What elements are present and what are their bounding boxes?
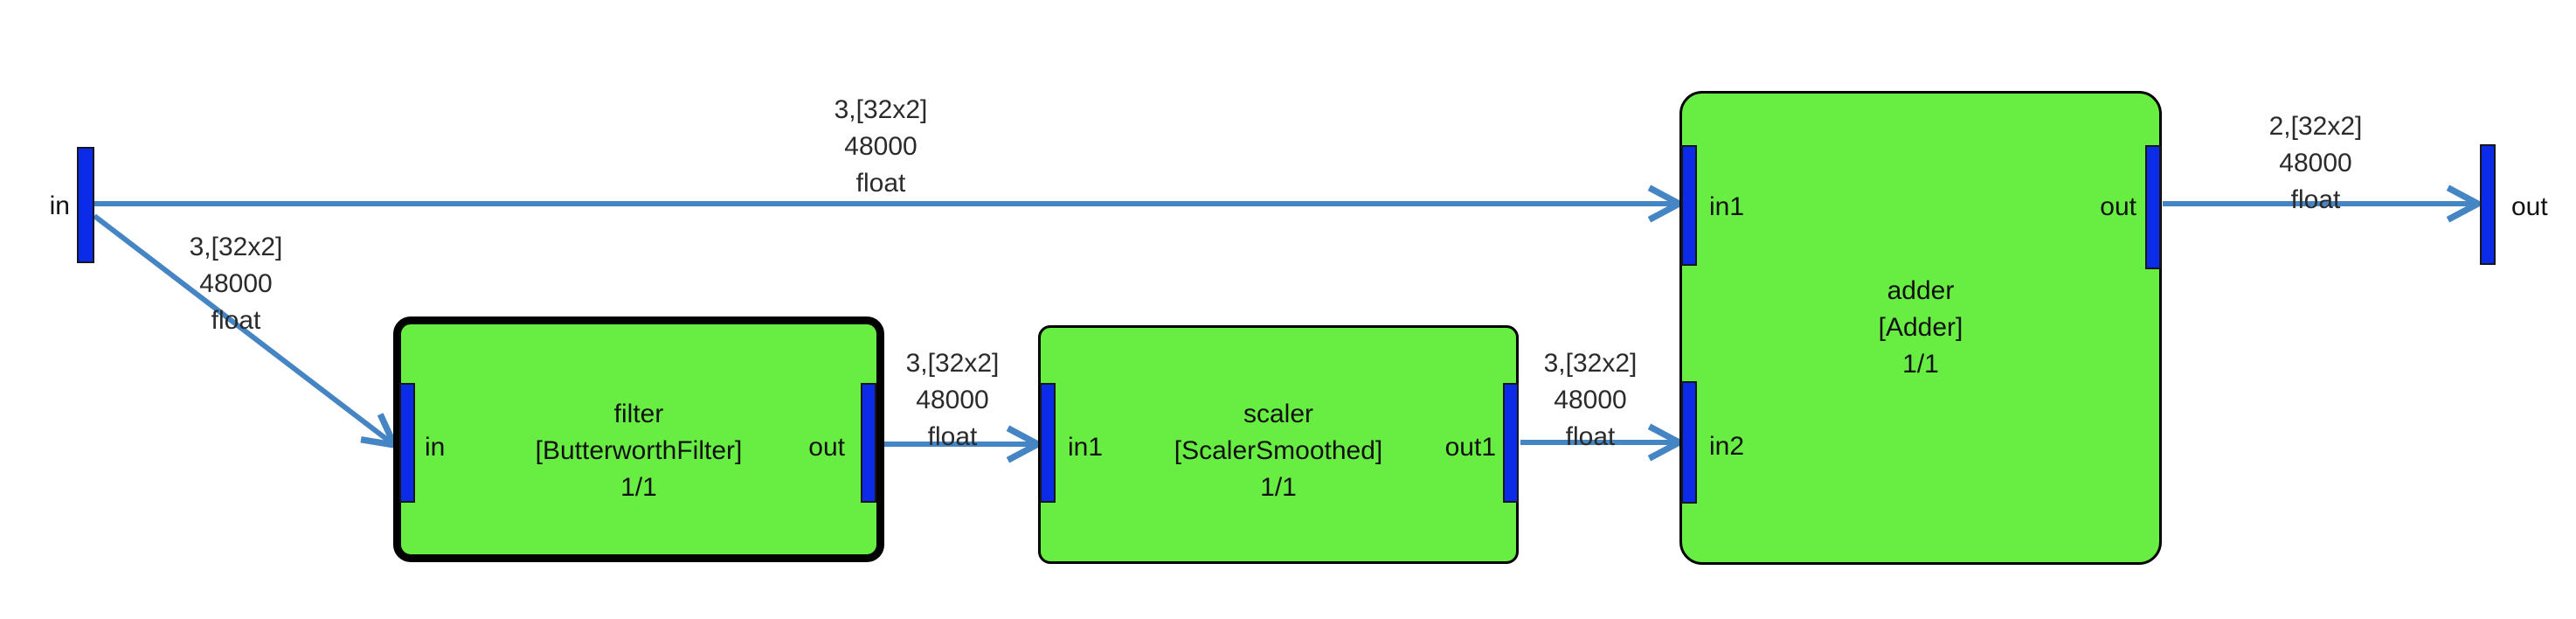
edge-label-line: 48000	[2279, 149, 2352, 177]
port-adder-in2[interactable]	[1681, 381, 1697, 504]
port-scaler-in1[interactable]	[1040, 383, 1056, 503]
node-ratio: 1/1	[1260, 473, 1297, 502]
edge-label-line: float	[211, 306, 261, 335]
node-ratio: 1/1	[620, 473, 657, 502]
node-adder[interactable]	[1679, 91, 2162, 565]
edge-label-line: 3,[32x2]	[905, 349, 1000, 378]
edge-label-line: 48000	[844, 132, 918, 161]
port-adder-in1[interactable]	[1681, 145, 1697, 266]
port-adder-in2-label: in2	[1709, 432, 1745, 461]
node-type: [ScalerSmoothed]	[1174, 436, 1383, 465]
edge-label-in-filter-in: 3,[32x2] 48000 float	[105, 229, 367, 339]
node-type: [ButterworthFilter]	[535, 436, 743, 465]
node-scaler[interactable]	[1038, 325, 1519, 564]
port-scaler-out1-label: out1	[1444, 433, 1496, 462]
edge-label-line: float	[855, 169, 906, 198]
graph-input-port[interactable]	[77, 147, 94, 263]
edge-label-line: 48000	[1554, 386, 1627, 414]
edge-label-line: 48000	[199, 269, 273, 298]
graph-input-label: in	[49, 191, 70, 220]
port-adder-out-label: out	[2100, 192, 2136, 221]
node-adder-label: adder [Adder] 1/1	[1679, 273, 2162, 383]
edge-label-line: 3,[32x2]	[1543, 349, 1638, 378]
node-filter-label: filter [ButterworthFilter] 1/1	[393, 396, 884, 506]
edge-label-filter-scaler: 3,[32x2] 48000 float	[821, 345, 1084, 456]
edge-label-in-adder-in1: 3,[32x2] 48000 float	[750, 92, 1012, 202]
edge-label-adder-out: 2,[32x2] 48000 float	[2185, 108, 2447, 219]
port-scaler-in1-label: in1	[1068, 433, 1104, 462]
port-filter-out[interactable]	[861, 383, 876, 503]
edge-label-line: float	[2290, 185, 2341, 214]
node-type: [Adder]	[1878, 313, 1963, 342]
port-adder-out[interactable]	[2145, 145, 2161, 269]
edge-in-to-filter-in[interactable]	[93, 213, 393, 444]
edge-label-line: float	[927, 422, 978, 451]
edge-label-line: 48000	[916, 386, 989, 414]
node-filter[interactable]	[393, 316, 884, 562]
edge-label-line: 3,[32x2]	[189, 233, 283, 261]
port-filter-in-label: in	[425, 433, 446, 462]
edge-label-line: float	[1565, 422, 1616, 451]
port-scaler-out1[interactable]	[1503, 383, 1519, 503]
port-filter-out-label: out	[808, 433, 845, 462]
edge-label-line: 2,[32x2]	[2268, 112, 2363, 141]
port-filter-in[interactable]	[399, 383, 415, 503]
edge-label-scaler-adder: 3,[32x2] 48000 float	[1459, 345, 1721, 456]
edge-label-line: 3,[32x2]	[834, 95, 928, 124]
node-scaler-label: scaler [ScalerSmoothed] 1/1	[1038, 396, 1519, 506]
node-name: adder	[1887, 276, 1955, 305]
graph-output-label: out	[2511, 192, 2548, 221]
node-ratio: 1/1	[1902, 350, 1939, 379]
graph-output-port[interactable]	[2480, 144, 2496, 265]
port-adder-in1-label: in1	[1709, 192, 1745, 221]
node-name: filter	[613, 400, 664, 428]
node-name: scaler	[1243, 400, 1314, 428]
